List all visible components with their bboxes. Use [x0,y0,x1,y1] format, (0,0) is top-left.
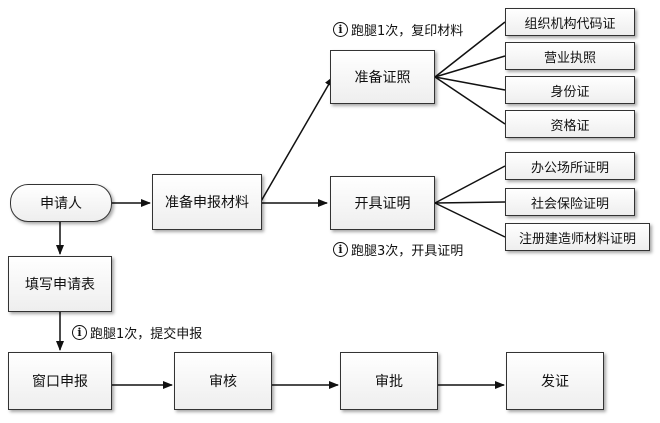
node-approve: 审批 [340,352,438,410]
proof-box: 办公场所证明 [505,152,635,180]
info-icon: i [72,325,87,340]
note-proof-text: 跑腿3次，开具证明 [351,244,464,259]
branch-to-doc-1 [434,21,506,78]
proof-label: 社会保险证明 [530,196,609,212]
proof-box: 社会保险证明 [505,188,635,216]
node-prepare-certificates: 准备证照 [330,50,435,104]
doc-box: 身份证 [505,76,635,104]
branch-to-proof-1 [434,165,506,204]
node-prepare-materials: 准备申报材料 [152,174,262,230]
node-review-label: 审核 [209,374,237,390]
node-issue-proof-label: 开具证明 [354,196,411,212]
note-submit-text: 跑腿1次，提交申报 [90,327,203,342]
node-approve-label: 审批 [375,374,403,390]
doc-box: 资格证 [505,110,635,138]
node-fill-form: 填写申请表 [8,256,112,312]
node-window-submit: 窗口申报 [8,352,112,410]
doc-label: 资格证 [550,118,590,134]
doc-box: 营业执照 [505,42,635,70]
node-applicant: 申请人 [10,184,112,222]
node-window-submit-label: 窗口申报 [32,374,88,390]
node-prepare-materials-label: 准备申报材料 [165,195,249,211]
note-copy-text: 跑腿1次，复印材料 [351,24,464,39]
doc-label: 身份证 [550,84,590,100]
doc-label: 营业执照 [543,50,596,66]
note-copy: i 跑腿1次，复印材料 [333,20,463,39]
info-icon: i [333,242,348,257]
node-issue-proof: 开具证明 [330,176,435,230]
arrow-prepare-to-cert [259,76,334,204]
branch-to-doc-2 [434,55,506,78]
branch-to-doc-4 [434,76,506,125]
note-proof: i 跑腿3次，开具证明 [333,240,463,259]
node-issue: 发证 [506,352,604,410]
note-submit: i 跑腿1次，提交申报 [72,323,202,342]
node-applicant-label: 申请人 [40,196,82,212]
node-review: 审核 [174,352,272,410]
branch-to-doc-3 [434,76,506,91]
branch-to-proof-3 [434,202,506,238]
doc-box: 组织机构代码证 [505,8,635,36]
proof-label: 注册建造师材料证明 [518,231,636,247]
node-prepare-certificates-label: 准备证照 [354,70,411,86]
branch-to-proof-2 [434,201,506,204]
node-fill-form-label: 填写申请表 [25,277,95,293]
proof-box: 注册建造师材料证明 [505,223,650,251]
node-issue-label: 发证 [541,374,569,390]
info-icon: i [333,22,348,37]
doc-label: 组织机构代码证 [524,16,616,32]
proof-label: 办公场所证明 [530,160,609,176]
